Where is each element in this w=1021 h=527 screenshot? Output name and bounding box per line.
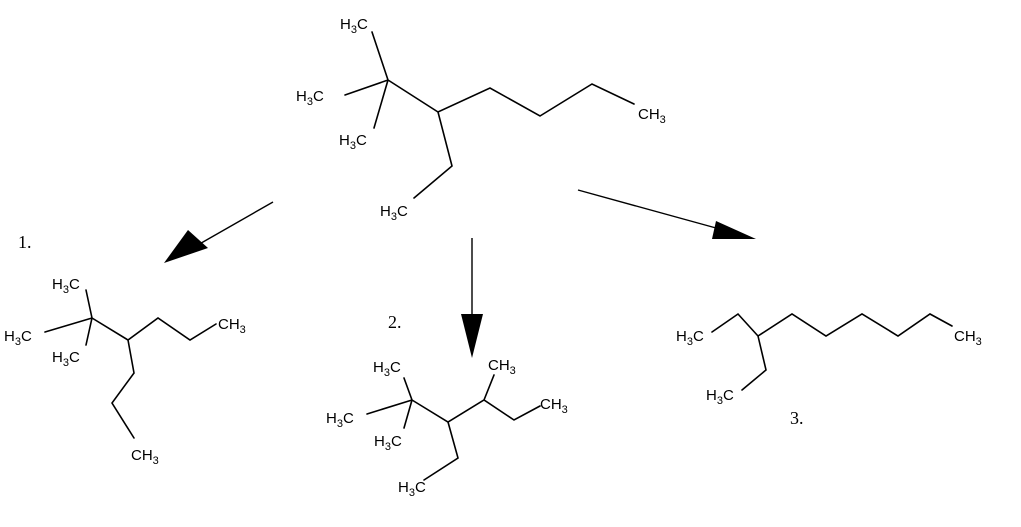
atom-label: H3C (340, 16, 368, 36)
atom-label: H3C (398, 479, 426, 499)
atom-label: CH3 (488, 357, 516, 377)
atom-label: H3C (296, 88, 324, 108)
product-3: 3. H3C H3C CH3 (676, 312, 982, 428)
arrow-to-product-3 (577, 189, 756, 239)
bond (711, 312, 953, 391)
atom-label: CH3 (131, 447, 159, 467)
atom-label: H3C (4, 328, 32, 348)
bond (366, 374, 541, 481)
atom-label: H3C (52, 349, 80, 369)
atom-label: H3C (339, 132, 367, 152)
atom-label: H3C (676, 328, 704, 348)
product-number: 2. (388, 312, 402, 332)
starting-molecule: H3C H3C H3C CH3 H3C (296, 16, 666, 223)
product-2: 2. H3C H3C H3C CH3 CH3 H3C (326, 312, 568, 499)
arrow-to-product-1 (164, 201, 274, 263)
bond (344, 31, 635, 199)
atom-label: H3C (326, 410, 354, 430)
atom-label: H3C (380, 203, 408, 223)
atom-label: CH3 (540, 396, 568, 416)
bond (44, 289, 217, 439)
atom-label: CH3 (954, 328, 982, 348)
atom-label: H3C (374, 433, 402, 453)
atom-label: H3C (706, 387, 734, 407)
product-1: 1. H3C H3C H3C CH3 CH3 (4, 232, 246, 467)
atom-label: CH3 (218, 316, 246, 336)
atom-label: H3C (52, 276, 80, 296)
arrow-to-product-2 (461, 238, 483, 358)
atom-label: CH3 (638, 106, 666, 126)
product-number: 1. (18, 232, 32, 252)
atom-label: H3C (373, 359, 401, 379)
product-number: 3. (790, 408, 804, 428)
